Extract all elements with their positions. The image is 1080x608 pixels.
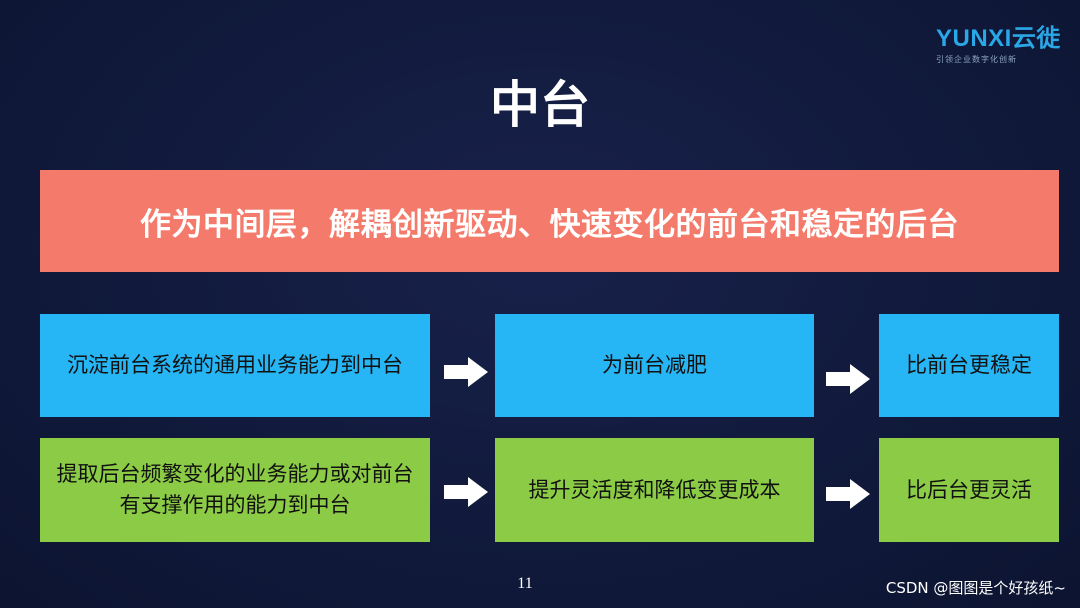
box-text: 比后台更灵活 (906, 477, 1032, 502)
box-text: 提取后台频繁变化的业务能力或对前台有支撑作用的能力到中台 (56, 462, 414, 517)
slide-title: 中台 (490, 76, 590, 134)
right-arrow-icon (826, 479, 870, 509)
box-sink-frontend-capabilities: 沉淀前台系统的通用业务能力到中台 (40, 314, 430, 417)
box-extract-backend-capabilities: 提取后台频繁变化的业务能力或对前台有支撑作用的能力到中台 (40, 438, 430, 542)
box-text: 沉淀前台系统的通用业务能力到中台 (67, 353, 403, 377)
page-number: 11 (517, 575, 533, 592)
logo-mark: YUNXI云徙 (936, 26, 1062, 52)
banner-text: 作为中间层，解耦创新驱动、快速变化的前台和稳定的后台 (140, 206, 959, 243)
box-slim-frontend: 为前台减肥 (495, 314, 814, 417)
source-watermark: CSDN @图图是个好孩纸~ (885, 579, 1066, 597)
logo-wordmark-en: YUNXI (936, 25, 1012, 52)
logo-wordmark-cn: 云徙 (1011, 25, 1061, 52)
box-text: 提升灵活度和降低变更成本 (528, 477, 781, 502)
logo-tagline: 引领企业数字化创新 (936, 55, 1017, 64)
box-more-flexible-than-backend: 比后台更灵活 (879, 438, 1059, 542)
right-arrow-icon (826, 364, 870, 394)
right-arrow-icon (444, 357, 488, 387)
definition-banner: 作为中间层，解耦创新驱动、快速变化的前台和稳定的后台 (40, 170, 1059, 272)
box-more-stable-than-frontend: 比前台更稳定 (879, 314, 1059, 417)
box-text: 为前台减肥 (602, 353, 707, 377)
right-arrow-icon (444, 477, 488, 507)
box-improve-flexibility: 提升灵活度和降低变更成本 (495, 438, 814, 542)
box-text: 比前台更稳定 (906, 353, 1032, 377)
brand-logo: YUNXI云徙 引领企业数字化创新 (936, 26, 1062, 70)
